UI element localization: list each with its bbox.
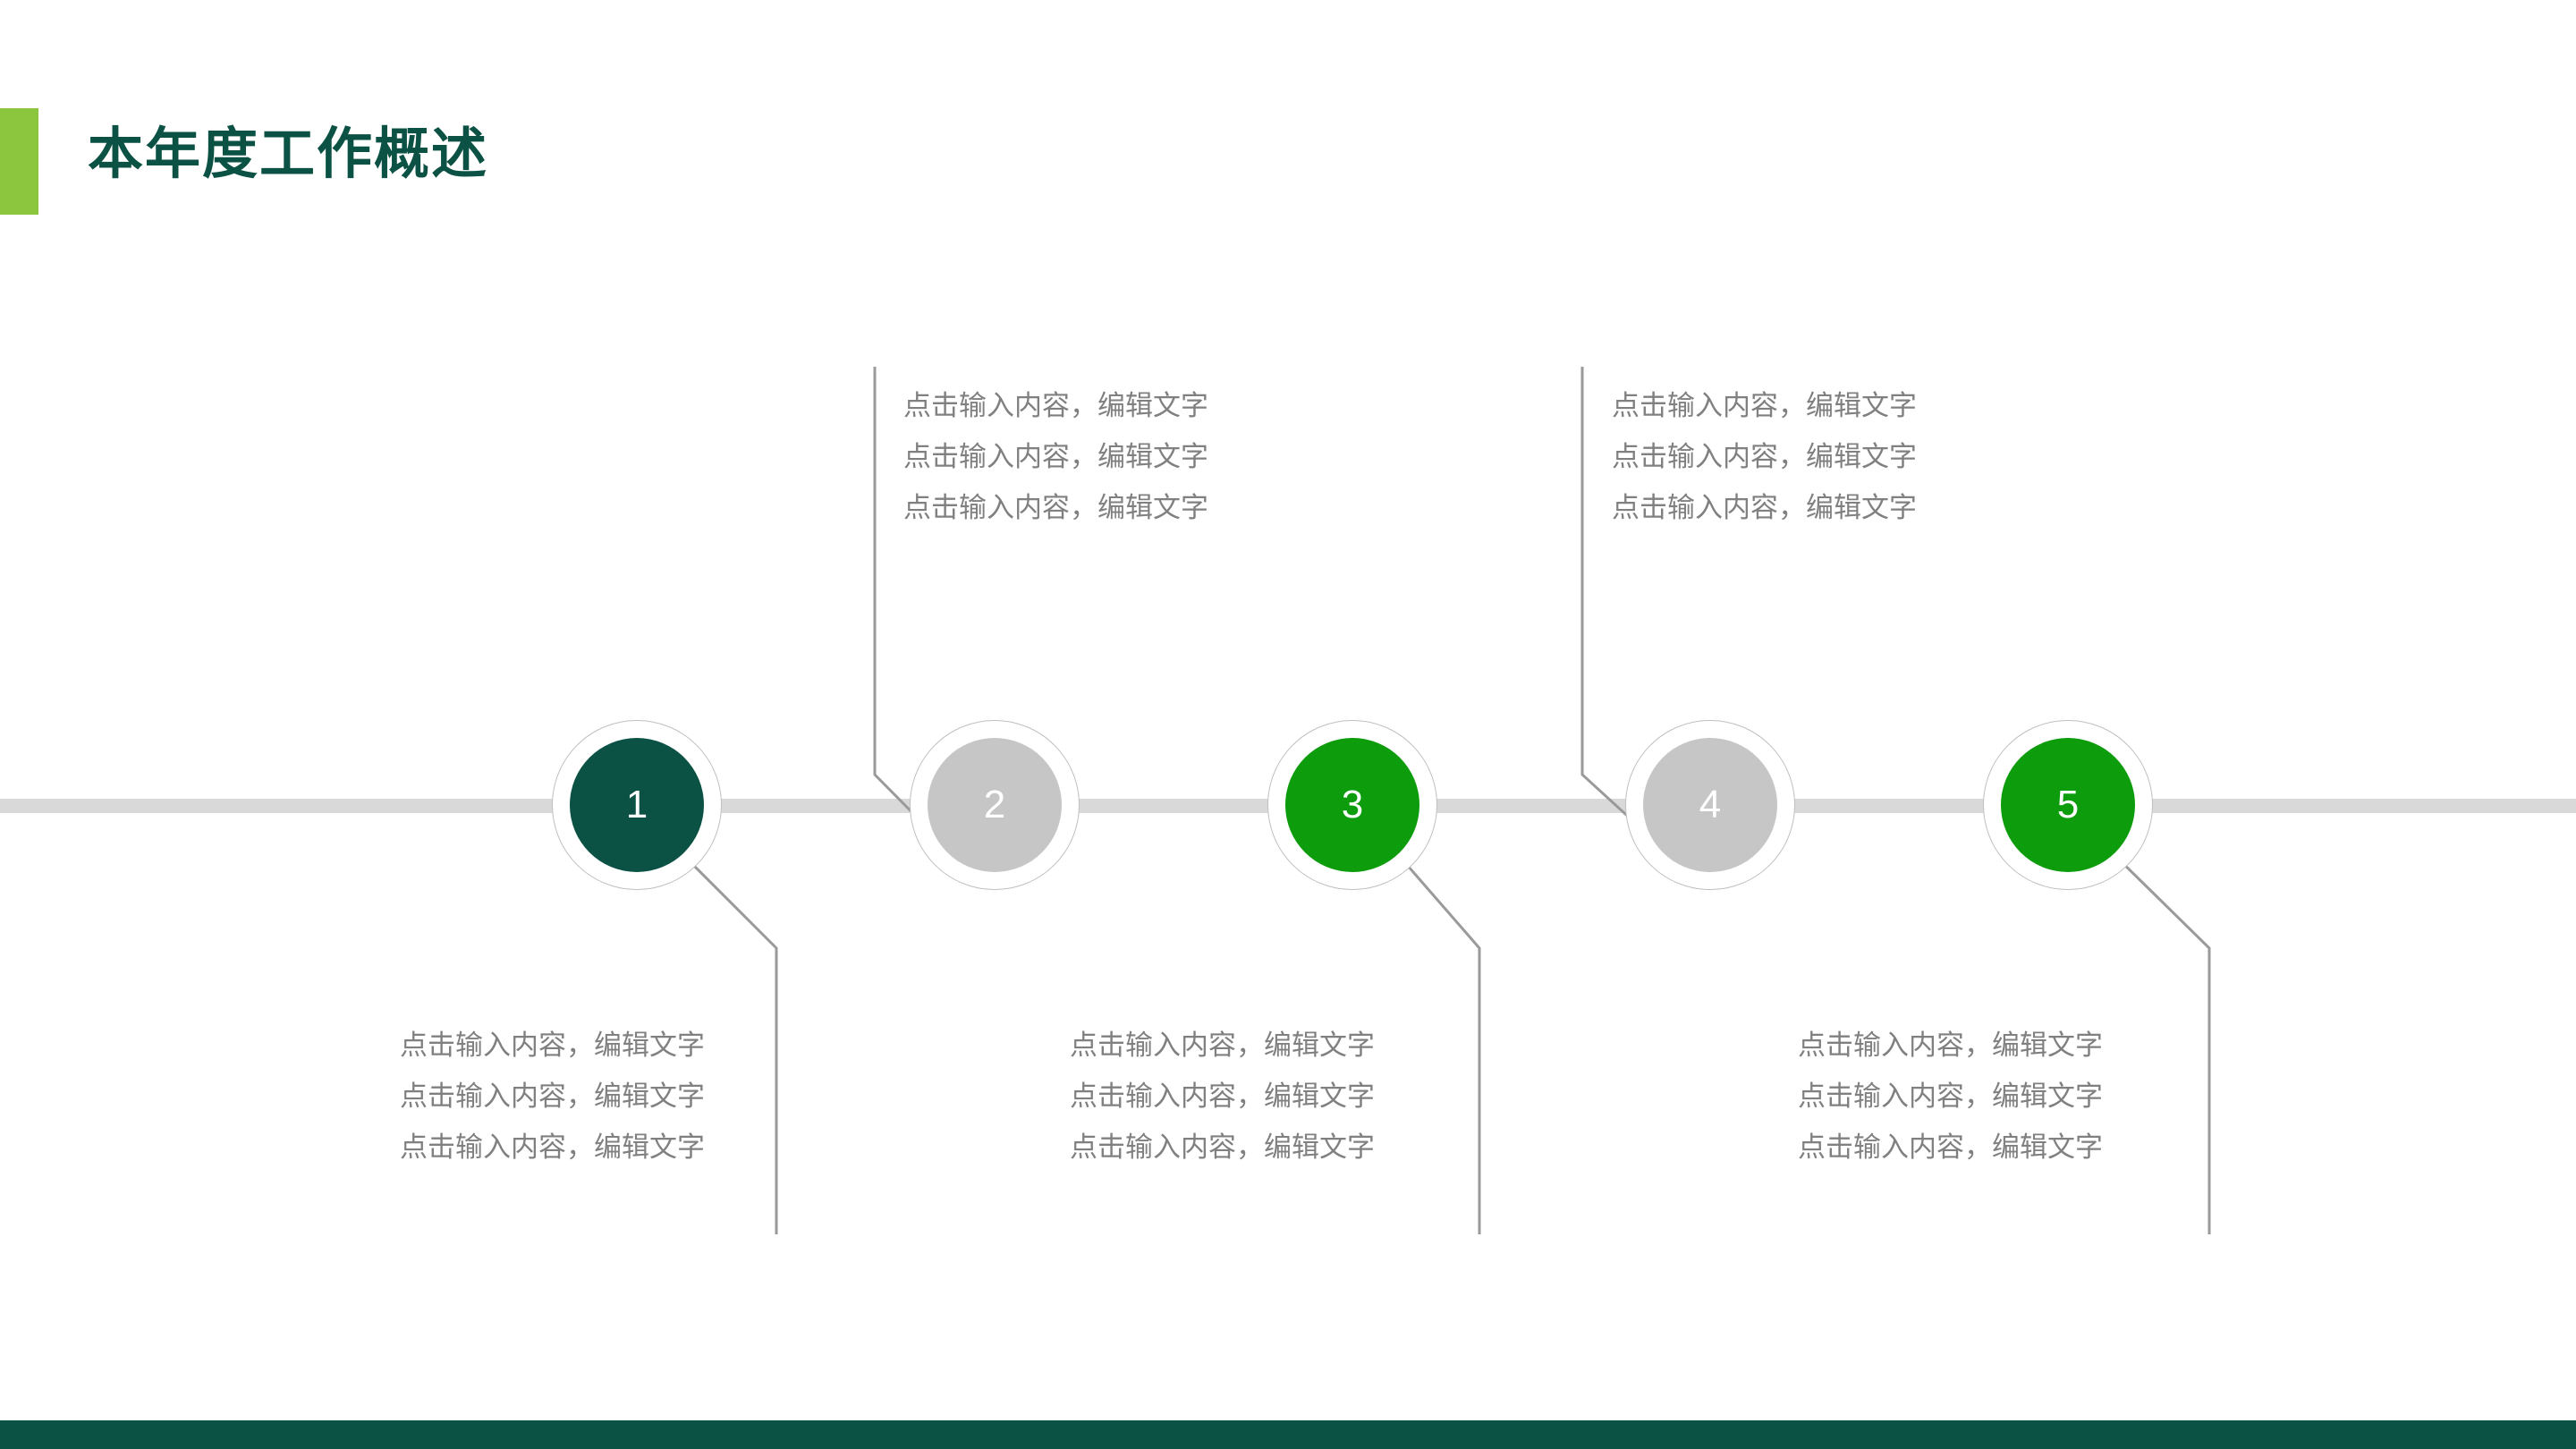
timeline-node-2-badge: 2 (928, 738, 1062, 872)
timeline-node-2[interactable]: 2 (910, 720, 1080, 890)
text-line: 点击输入内容，编辑文字 (1798, 1080, 2103, 1112)
text-line: 点击输入内容，编辑文字 (1070, 1030, 1375, 1061)
text-line: 点击输入内容，编辑文字 (400, 1131, 705, 1163)
timeline-node-5-badge: 5 (2001, 738, 2135, 872)
text-line: 点击输入内容，编辑文字 (400, 1080, 705, 1112)
page-title: 本年度工作概述 (88, 123, 489, 185)
timeline-node-4[interactable]: 4 (1625, 720, 1795, 890)
text-line: 点击输入内容，编辑文字 (1612, 441, 1917, 472)
timeline-node-1-number: 1 (625, 783, 648, 826)
text-block-node-5[interactable]: 点击输入内容，编辑文字 点击输入内容，编辑文字 点击输入内容，编辑文字 (1798, 1020, 2154, 1173)
text-line: 点击输入内容，编辑文字 (400, 1030, 705, 1061)
text-line: 点击输入内容，编辑文字 (903, 441, 1208, 472)
text-block-node-4[interactable]: 点击输入内容，编辑文字 点击输入内容，编辑文字 点击输入内容，编辑文字 (1612, 380, 1968, 533)
text-line: 点击输入内容，编辑文字 (1070, 1080, 1375, 1112)
timeline-node-5-number: 5 (2056, 783, 2080, 826)
text-line: 点击输入内容，编辑文字 (903, 390, 1208, 421)
text-block-node-2[interactable]: 点击输入内容，编辑文字 点击输入内容，编辑文字 点击输入内容，编辑文字 (903, 380, 1259, 533)
text-block-node-1[interactable]: 点击输入内容，编辑文字 点击输入内容，编辑文字 点击输入内容，编辑文字 (400, 1020, 756, 1173)
timeline-node-1[interactable]: 1 (552, 720, 722, 890)
timeline-node-4-badge: 4 (1643, 738, 1777, 872)
text-line: 点击输入内容，编辑文字 (1612, 390, 1917, 421)
text-block-node-3[interactable]: 点击输入内容，编辑文字 点击输入内容，编辑文字 点击输入内容，编辑文字 (1070, 1020, 1426, 1173)
timeline-node-1-badge: 1 (570, 738, 704, 872)
text-line: 点击输入内容，编辑文字 (1612, 492, 1917, 523)
timeline-node-5[interactable]: 5 (1983, 720, 2153, 890)
text-line: 点击输入内容，编辑文字 (1070, 1131, 1375, 1163)
title-accent-bar (0, 108, 38, 215)
text-line: 点击输入内容，编辑文字 (903, 492, 1208, 523)
timeline-node-3-number: 3 (1341, 783, 1364, 826)
footer-bar (0, 1420, 2576, 1449)
timeline-node-2-number: 2 (983, 783, 1006, 826)
timeline-node-3[interactable]: 3 (1267, 720, 1437, 890)
timeline-node-4-number: 4 (1699, 783, 1722, 826)
text-line: 点击输入内容，编辑文字 (1798, 1030, 2103, 1061)
timeline-node-3-badge: 3 (1285, 738, 1419, 872)
text-line: 点击输入内容，编辑文字 (1798, 1131, 2103, 1163)
